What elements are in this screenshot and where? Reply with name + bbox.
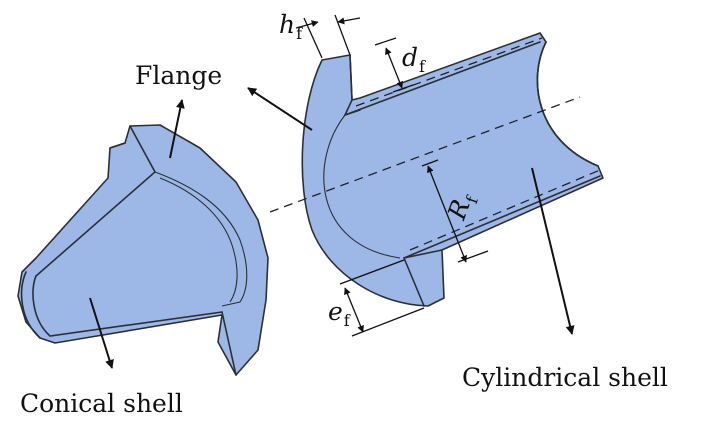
conical-flange-front <box>154 171 248 307</box>
flange-arrow-to-label <box>247 87 313 131</box>
conical-shell-label: Conical shell <box>20 389 183 418</box>
dimension-R <box>421 159 489 263</box>
flange-label: Flange <box>135 61 222 90</box>
dimension-d <box>374 37 414 93</box>
dimension-h <box>295 14 361 59</box>
cylindrical-shell-label: Cylindrical shell <box>462 363 668 392</box>
conical-flange-tab-bottom <box>221 311 237 376</box>
cylinder-axis <box>269 96 581 213</box>
cyl-top-wall-dashed <box>355 37 543 107</box>
conical-flange-tab-top <box>109 142 126 149</box>
conical-small-end <box>20 271 41 339</box>
cyl-top-wall <box>344 41 541 116</box>
conical-flange-inner <box>159 177 238 303</box>
flange-arrow-to-cone <box>169 99 185 159</box>
conical-shell-body <box>17 124 269 376</box>
e-symbol: ef <box>328 297 351 330</box>
cylindrical-shell-part <box>269 32 604 307</box>
conical-shell-part <box>17 124 269 376</box>
cylindrical-shell-arrow <box>531 167 575 335</box>
d-symbol: df <box>402 43 426 76</box>
conical-edge-bottom <box>32 275 223 337</box>
conical-edge-top <box>35 125 157 277</box>
h-symbol: hf <box>279 10 303 43</box>
cyl-flange-inner-curve <box>323 114 401 259</box>
dimension-e <box>339 259 425 337</box>
cyl-end-arc <box>536 41 599 167</box>
conical-shell-arrow <box>89 297 114 369</box>
